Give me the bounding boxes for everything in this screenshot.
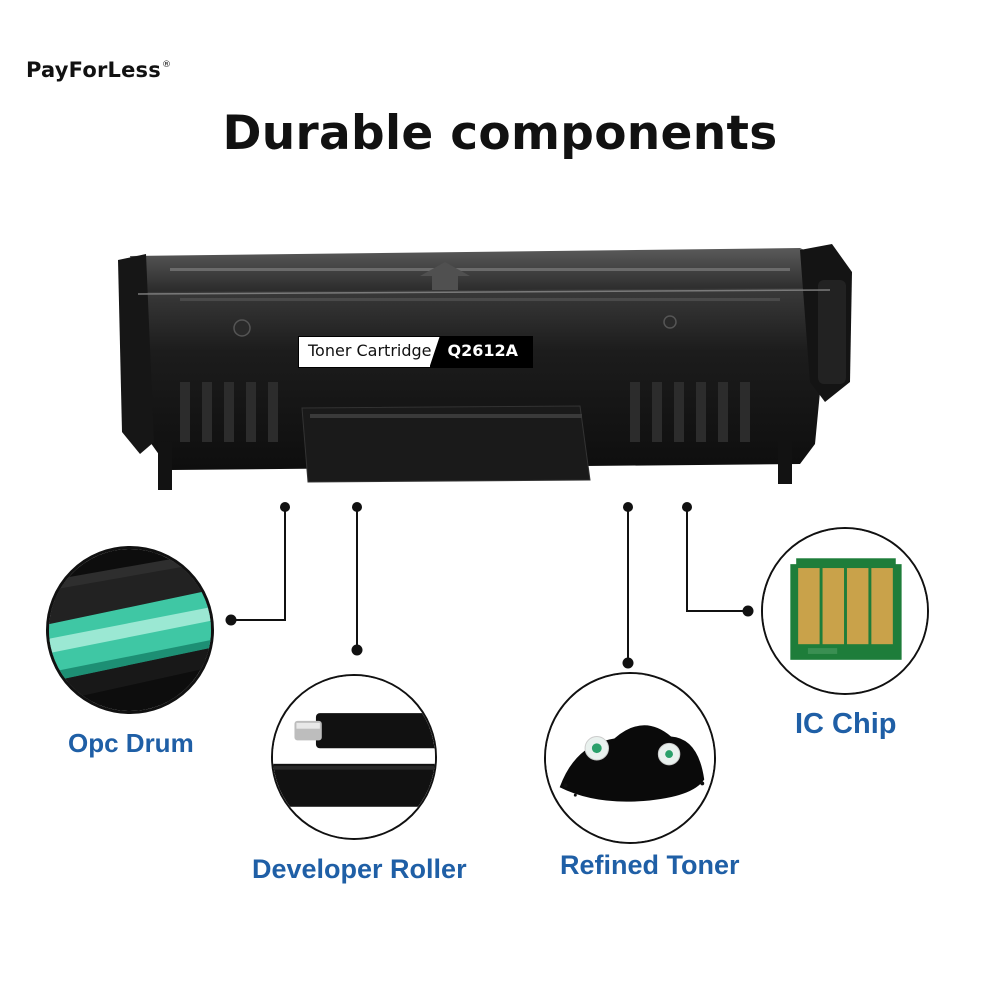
page-title: Durable components: [222, 106, 778, 161]
leader-dot: [622, 657, 634, 669]
leader-dot: [623, 502, 633, 512]
component-label-opc-drum: Opc Drum: [68, 728, 194, 758]
brand-logo: PayForLess®: [26, 58, 171, 82]
leader-dot: [682, 502, 692, 512]
product-model-number: Q2612A: [429, 337, 533, 367]
component-label-developer-roller: Developer Roller: [252, 854, 467, 884]
leader-dot: [352, 502, 362, 512]
ic-chip-icon: [761, 527, 929, 695]
registered-mark: ®: [161, 60, 172, 70]
brand-name: PayForLess: [26, 58, 161, 82]
component-label-refined-toner: Refined Toner: [560, 850, 740, 880]
leader-line-ic-chip: [686, 507, 748, 612]
toner-powder-icon: [544, 672, 716, 844]
product-label-text: Toner Cartridge: [299, 337, 440, 367]
leader-dot: [351, 644, 363, 656]
leader-dot: [225, 614, 237, 626]
leader-line-opc-drum: [231, 507, 286, 621]
leader-dot: [742, 605, 754, 617]
leader-dot: [280, 502, 290, 512]
developer-roller-icon: [271, 674, 437, 840]
toner-cartridge-image: [118, 244, 852, 490]
product-label: Toner Cartridge Q2612A: [298, 336, 534, 368]
opc-drum-icon: [46, 546, 214, 714]
component-label-ic-chip: IC Chip: [795, 708, 897, 740]
